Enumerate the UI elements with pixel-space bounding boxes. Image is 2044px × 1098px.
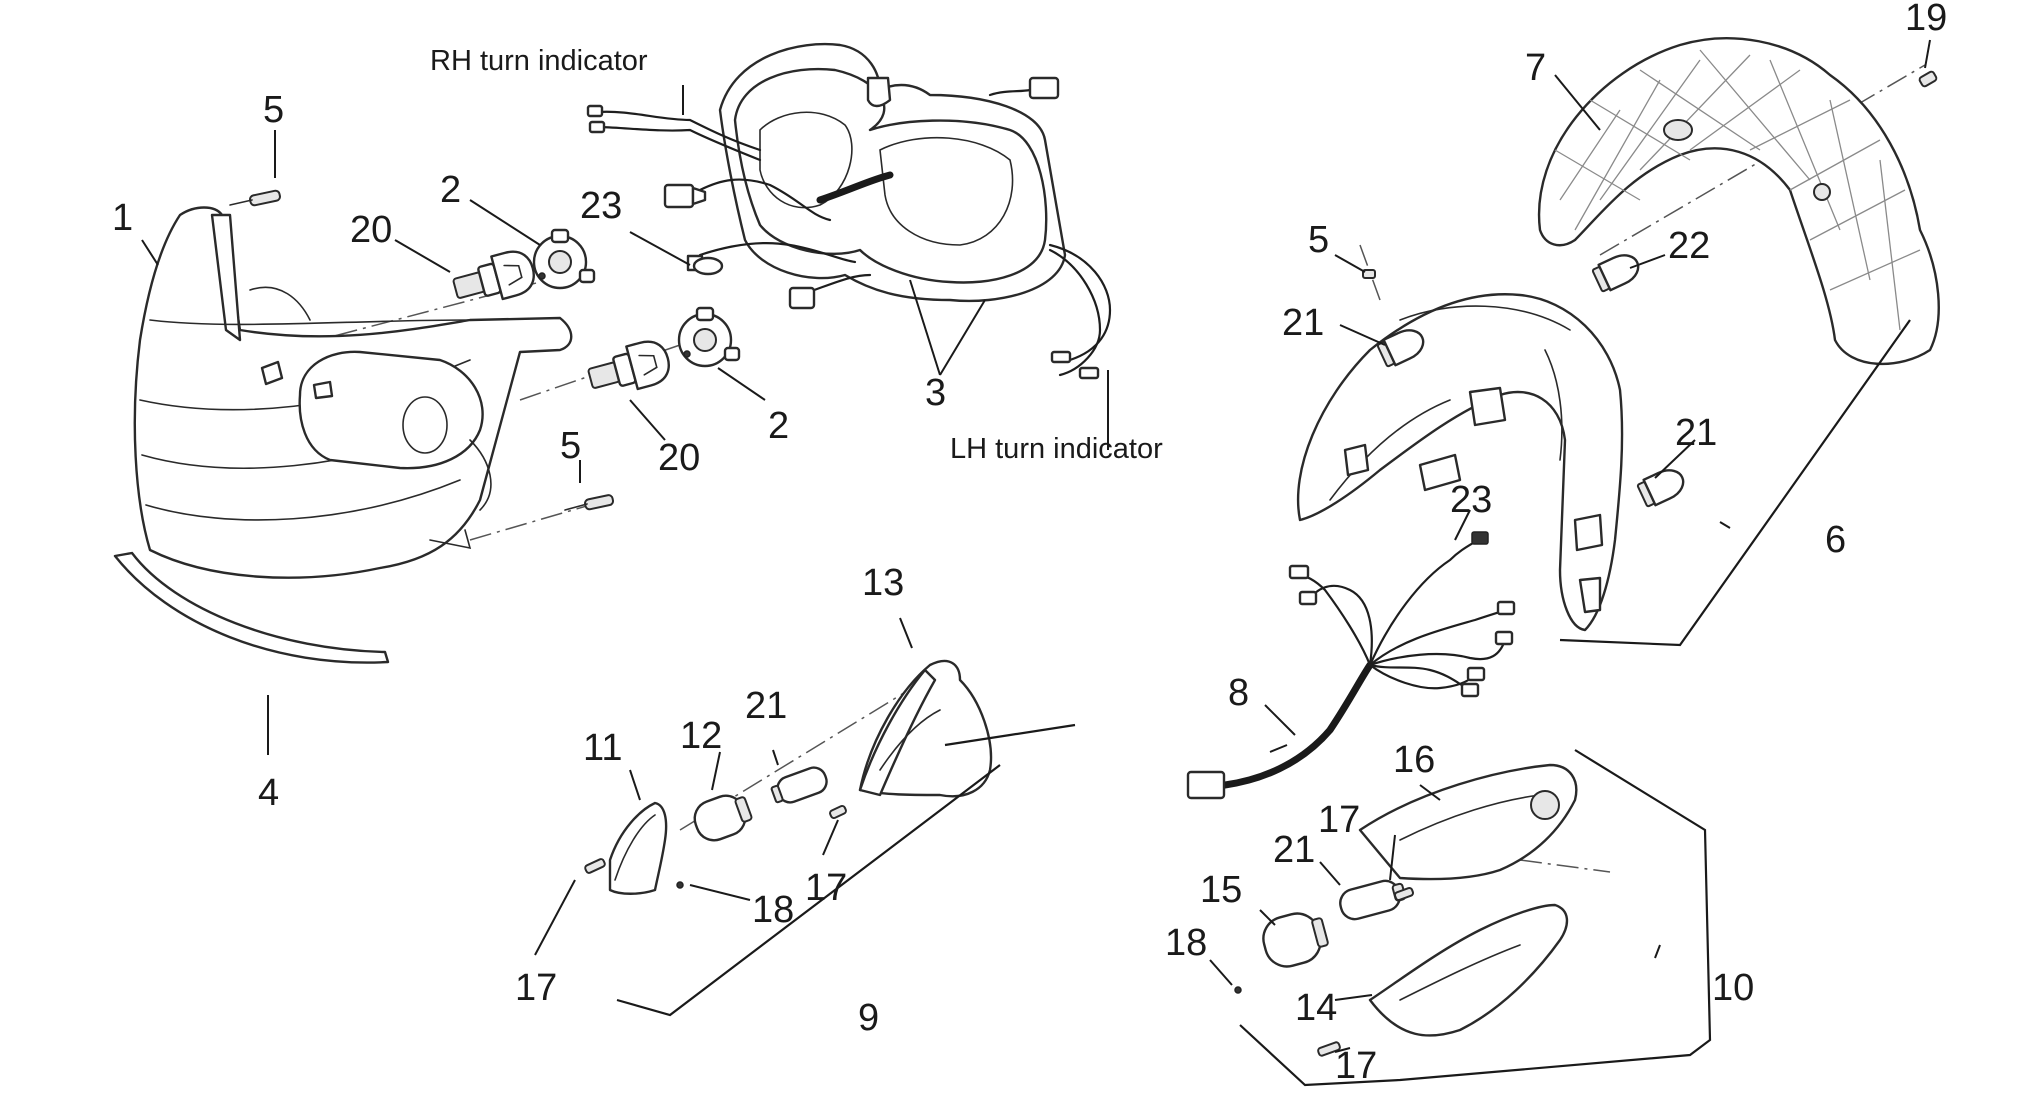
callout-5-headlamp-bottom: 5: [560, 425, 581, 467]
callout-5-tail: 5: [1308, 219, 1329, 261]
callout-21-tail-left: 21: [1282, 302, 1324, 344]
callout-15: 15: [1200, 869, 1242, 911]
screws-headlamp: [229, 189, 615, 511]
assembly-brackets: [616, 319, 1911, 1087]
callout-21-tail-right: 21: [1675, 412, 1717, 454]
bulb-retaining-rings: [532, 228, 741, 368]
callout-4: 4: [258, 772, 279, 814]
callout-17-rear-bottom: 17: [1335, 1045, 1377, 1087]
callout-23-rear: 23: [1450, 479, 1492, 521]
rear-small-parts: [1362, 70, 1938, 508]
tail-light-housing: [1296, 293, 1624, 632]
callout-6: 6: [1825, 519, 1846, 561]
wiring-harness: [1186, 531, 1516, 800]
headlight-bulbs: [452, 250, 670, 391]
leader-lines: [141, 39, 1931, 1053]
callout-7: 7: [1525, 47, 1546, 89]
rh-turn-indicator-note: RH turn indicator: [430, 45, 648, 77]
callout-12: 12: [680, 715, 722, 757]
callout-18-rear: 18: [1165, 922, 1207, 964]
callout-14: 14: [1295, 987, 1337, 1029]
callout-19: 19: [1905, 0, 1947, 39]
callout-1: 1: [112, 197, 133, 239]
callout-17-rear-top: 17: [1318, 799, 1360, 841]
callout-17-front-right: 17: [805, 867, 847, 909]
callout-9: 9: [858, 997, 879, 1039]
callout-23-front: 23: [580, 185, 622, 227]
callout-22: 22: [1668, 225, 1710, 267]
callout-20-lower: 20: [658, 437, 700, 479]
rear-turn-indicator: [1234, 763, 1578, 1057]
callout-17-front-left: 17: [515, 967, 557, 1009]
instrument-wiring: [586, 76, 1112, 380]
front-turn-indicator: [584, 659, 993, 895]
callout-2-upper: 2: [440, 169, 461, 211]
lh-turn-indicator-note: LH turn indicator: [950, 433, 1163, 465]
callout-8: 8: [1228, 672, 1249, 714]
callout-5-headlamp-top: 5: [263, 89, 284, 131]
headlamp-assembly: [133, 206, 573, 579]
callout-3: 3: [925, 372, 946, 414]
tail-light-lens: [1537, 37, 1940, 366]
callout-13: 13: [862, 562, 904, 604]
callout-10: 10: [1712, 967, 1754, 1009]
trim-strip: [113, 551, 390, 664]
callout-16: 16: [1393, 739, 1435, 781]
callout-18-front: 18: [752, 889, 794, 931]
callout-2-lower: 2: [768, 405, 789, 447]
callout-21-front: 21: [745, 685, 787, 727]
callout-21-rear: 21: [1273, 829, 1315, 871]
instrument-housing: [718, 42, 1067, 303]
callout-20-upper: 20: [350, 209, 392, 251]
callout-11: 11: [583, 727, 622, 769]
